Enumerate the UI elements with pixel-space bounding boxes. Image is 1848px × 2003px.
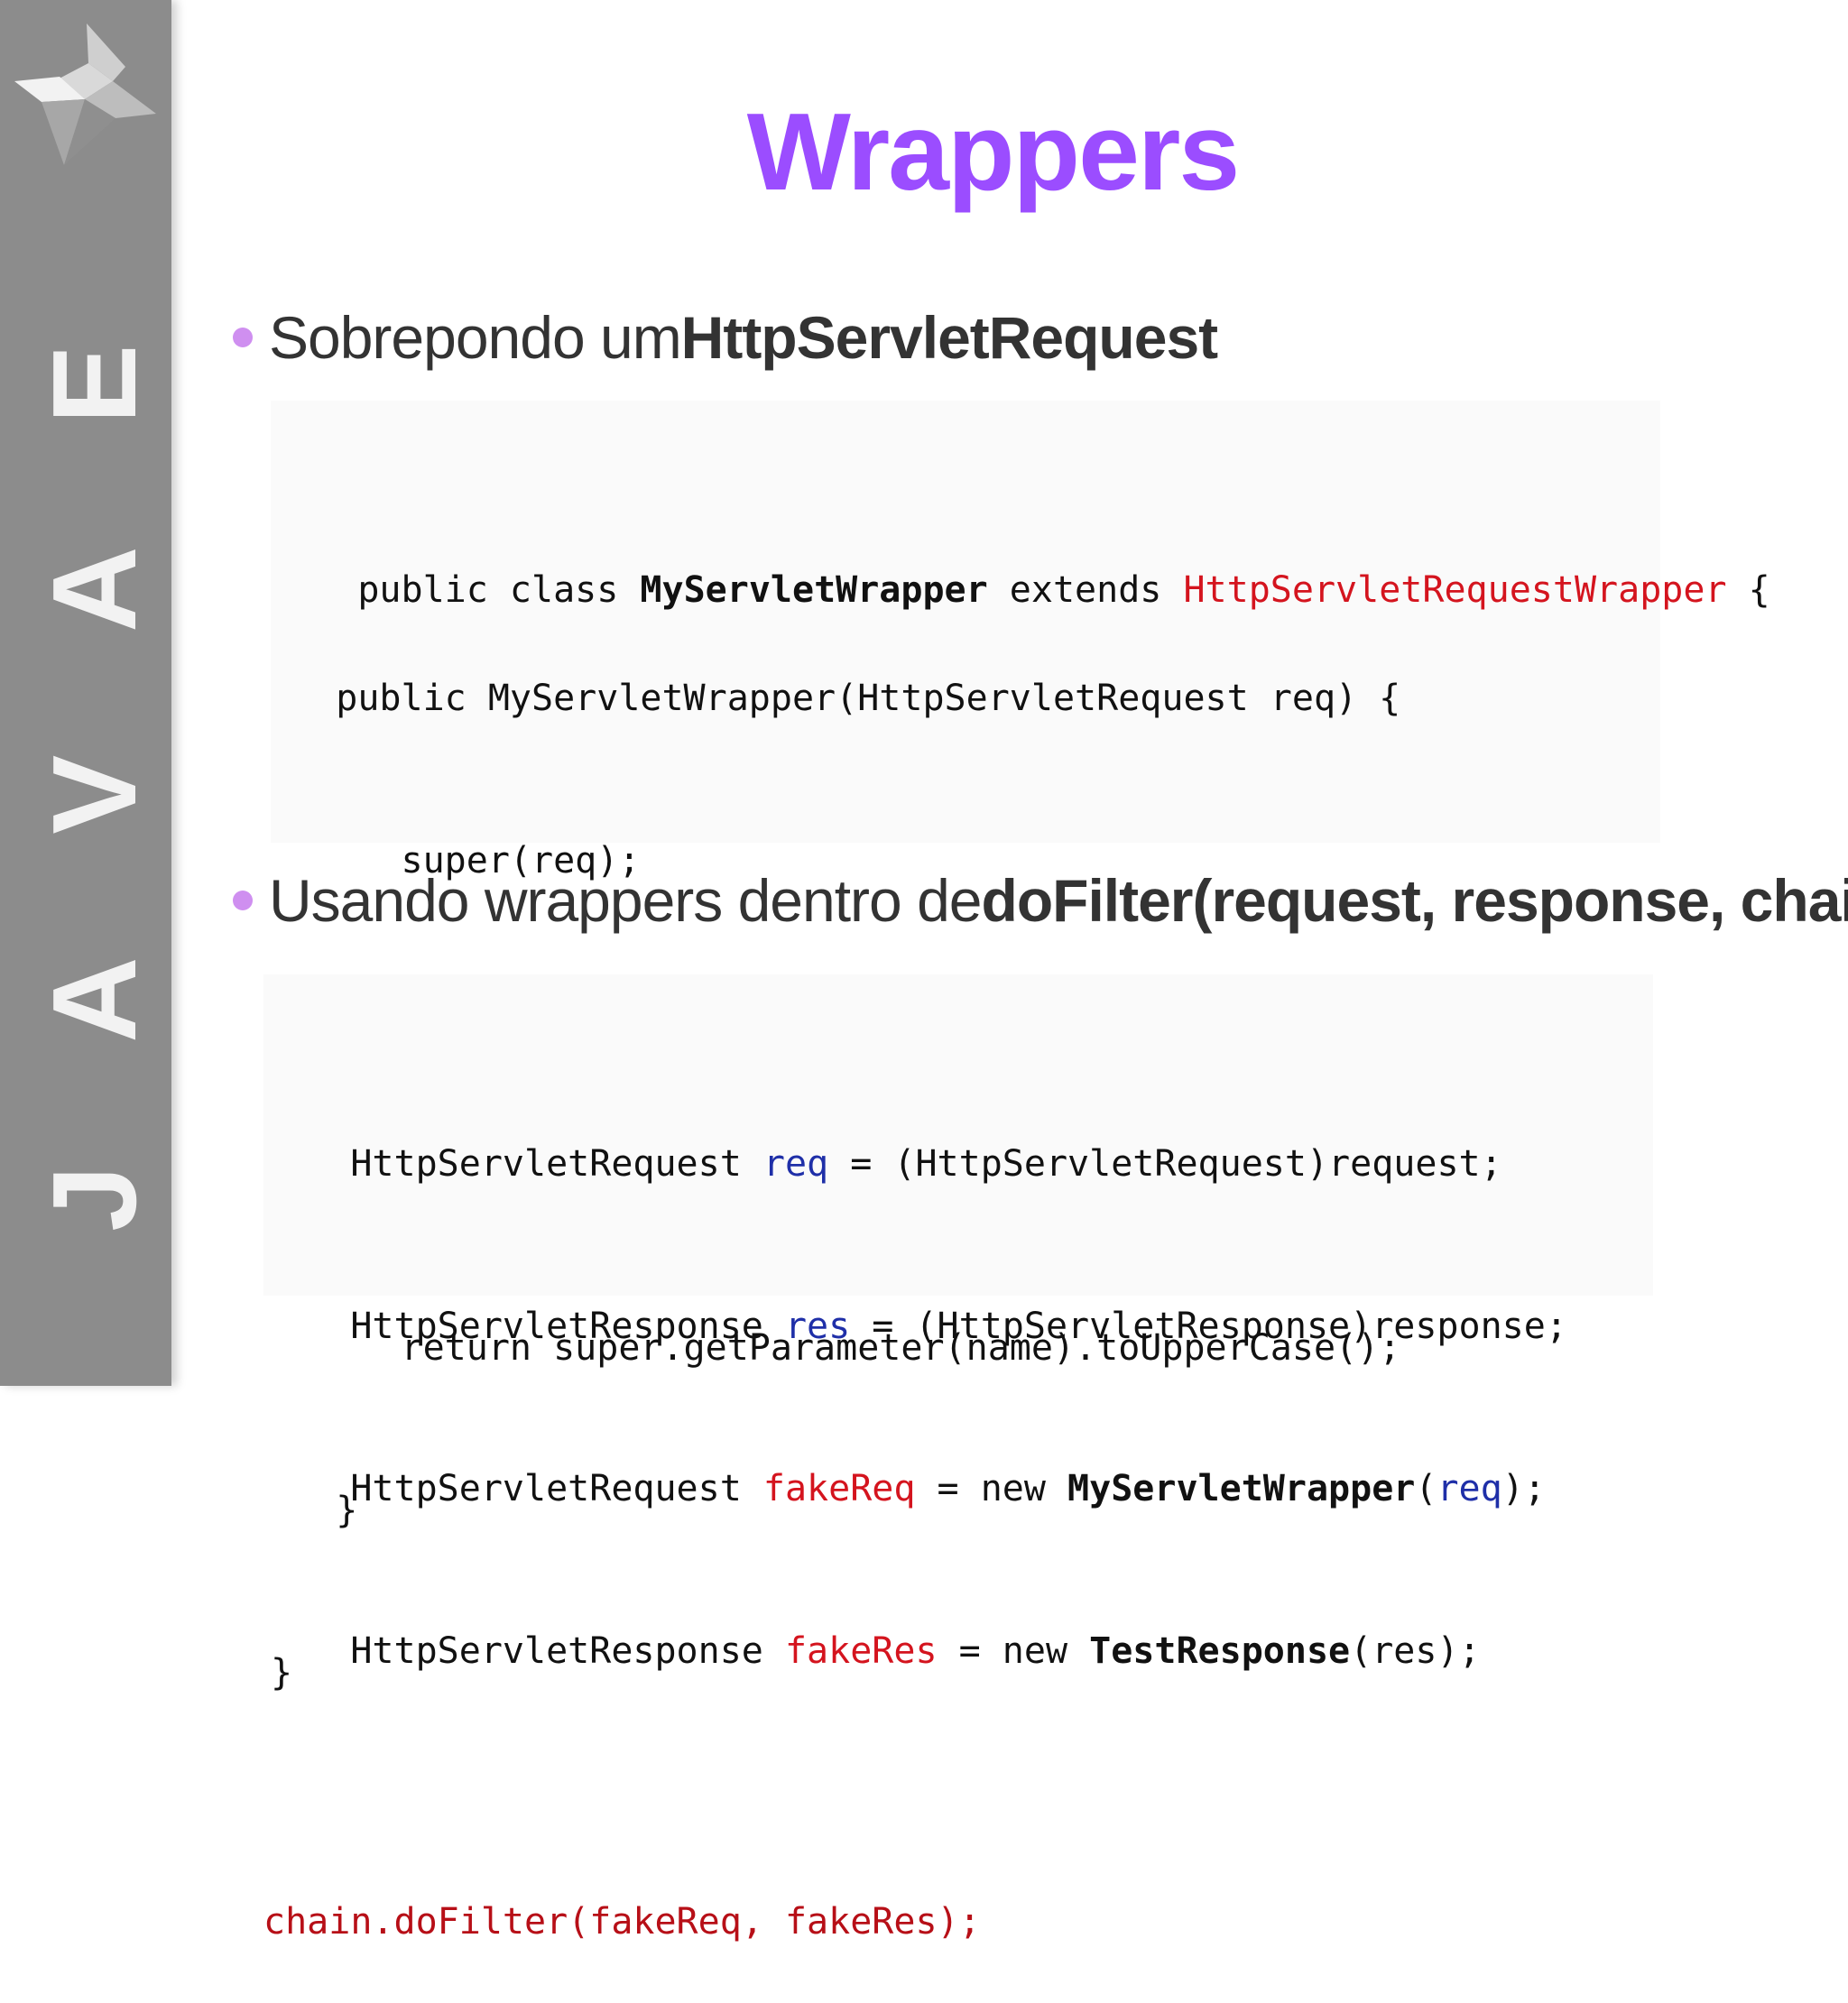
svg-text:J A V A E E 7: J A V A E E 7	[28, 244, 161, 1232]
bullet-1-text: Sobrepondo um	[269, 303, 681, 372]
code-line-10: HttpServletResponse res = (HttpServletRe…	[263, 1245, 1653, 1299]
java-ee-logo-icon	[7, 16, 156, 170]
sidebar: J A V A E E 7	[0, 0, 171, 1386]
code-token-class-name: MyServletWrapper	[640, 569, 987, 611]
code-token: extends	[988, 569, 1184, 611]
code-token: public class	[357, 569, 640, 611]
code-line-9: HttpServletRequest req = (HttpServletReq…	[263, 1083, 1653, 1137]
code-token: HttpServletRequest	[350, 1468, 763, 1509]
code-token: = (HttpServletRequest)request;	[828, 1143, 1502, 1185]
code-token: = new	[938, 1630, 1090, 1672]
code-token: HttpServletResponse	[350, 1630, 785, 1672]
sidebar-vertical-text: J A V A E E 7	[0, 244, 171, 1254]
code-line-2: public MyServletWrapper(HttpServletReque…	[271, 671, 1660, 725]
code-token: (res);	[1350, 1630, 1481, 1672]
slide-title: Wrappers	[740, 88, 1245, 215]
code-token: (	[1415, 1468, 1437, 1509]
code-token-variable-fakereq: fakeReq	[763, 1468, 916, 1509]
code-token: = (HttpServletResponse)response;	[850, 1306, 1567, 1347]
code-token: = new	[915, 1468, 1067, 1509]
bullet-dot-2	[233, 891, 253, 910]
code-token: );	[1502, 1468, 1546, 1509]
code-token-variable-req: req	[763, 1143, 828, 1185]
bullet-dot-1	[233, 328, 253, 347]
code-line-14: chain.doFilter(fakeReq, fakeRes);	[263, 1895, 1653, 1949]
code-line-13	[263, 1732, 1653, 1786]
code-token-variable-req: req	[1437, 1468, 1502, 1509]
code-token-variable-fakeres: fakeRes	[785, 1630, 938, 1672]
bullet-2: Usando wrappers dentro de doFilter(reque…	[233, 866, 1848, 935]
code-token-class-name: MyServletWrapper	[1067, 1468, 1415, 1509]
code-line-12: HttpServletResponse fakeRes = new TestRe…	[263, 1570, 1653, 1624]
code-token: HttpServletRequest	[350, 1143, 763, 1185]
code-token: {	[1727, 569, 1770, 611]
code-token-superclass: HttpServletRequestWrapper	[1183, 569, 1726, 611]
code-line-1: public class MyServletWrapper extends Ht…	[271, 509, 1660, 563]
bullet-1: Sobrepondo um HttpServletRequest	[233, 303, 1217, 372]
code-token-class-name: TestResponse	[1089, 1630, 1350, 1672]
code-token: HttpServletResponse	[350, 1306, 785, 1347]
code-block-1: public class MyServletWrapper extends Ht…	[271, 401, 1660, 843]
code-line-11: HttpServletRequest fakeReq = new MyServl…	[263, 1408, 1653, 1462]
bullet-2-text: Usando wrappers dentro de	[269, 866, 982, 935]
bullet-1-bold-text: HttpServletRequest	[681, 303, 1217, 372]
bullet-2-bold-text: doFilter(request, response, chain)	[982, 866, 1848, 935]
code-token-variable-res: res	[785, 1306, 850, 1347]
code-block-2: HttpServletRequest req = (HttpServletReq…	[263, 974, 1653, 1296]
